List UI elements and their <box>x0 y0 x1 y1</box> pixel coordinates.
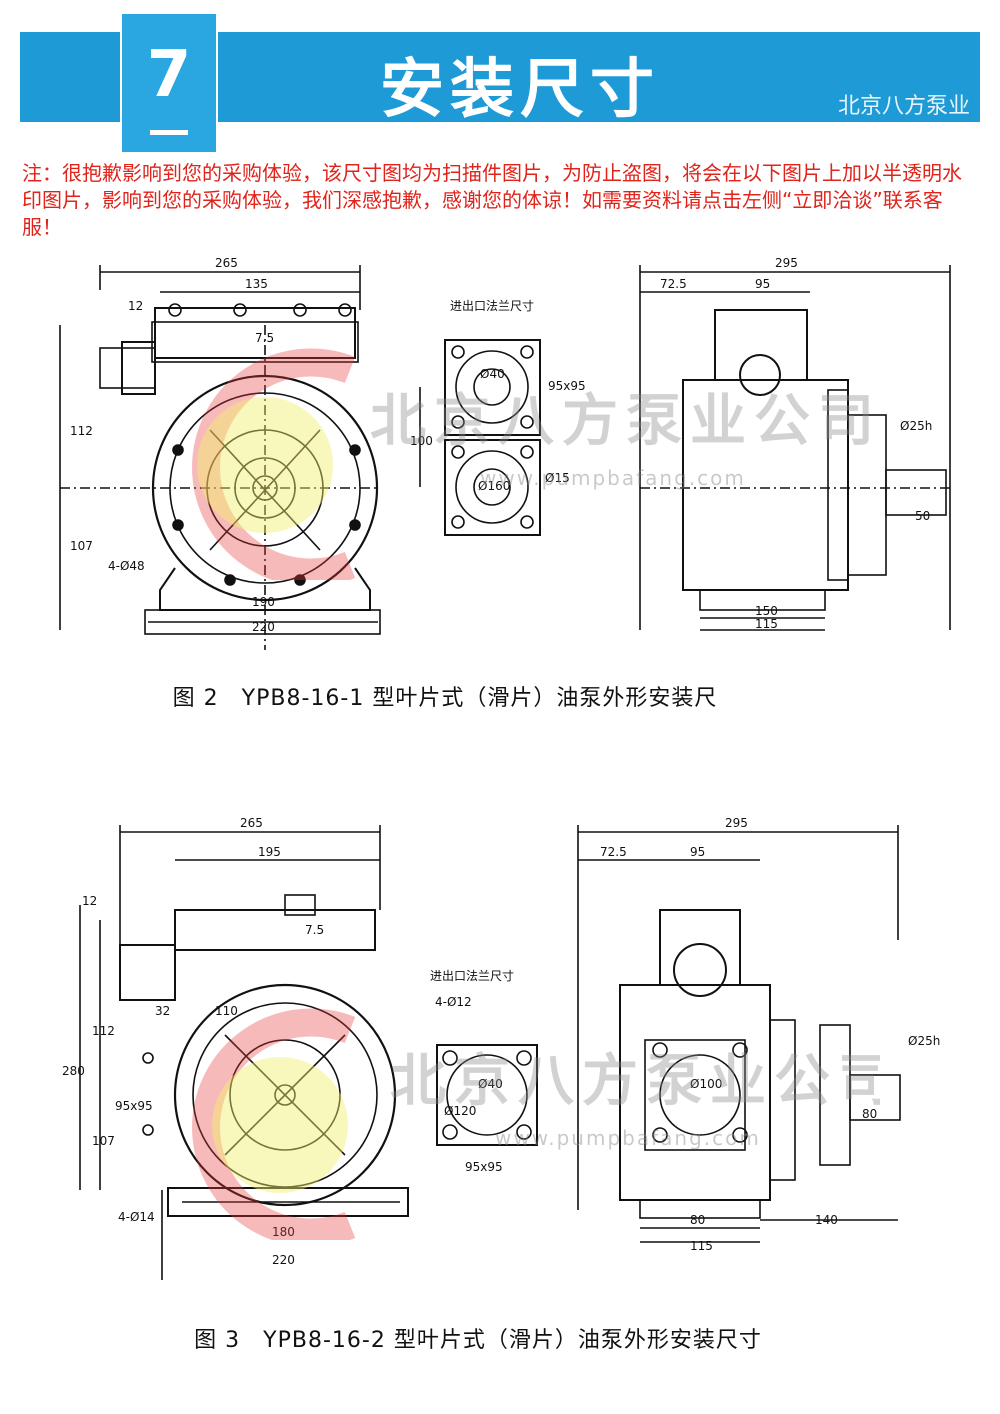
fig3-fl-holes: 4-Ø12 <box>435 995 472 1009</box>
fig2-dim-50: 50 <box>915 509 930 523</box>
fig2-dim-295: 295 <box>775 256 798 270</box>
figure2-drawing: 265 135 12 7.5 112 107 4-Ø48 190 220 进出口… <box>59 256 951 650</box>
watermark-bottom: 北京八方泵业公司 www.pumpbafang.com <box>192 1008 880 1240</box>
fig3-shaft: Ø25h <box>908 1034 940 1048</box>
fig3-holes: 4-Ø14 <box>118 1210 155 1224</box>
fig2-dim-190: 190 <box>252 595 275 609</box>
fig2-dim-112: 112 <box>70 424 93 438</box>
watermark-logo-arc <box>192 1008 356 1240</box>
fig3-dim-115: 115 <box>690 1239 713 1253</box>
fig2-dim-115: 115 <box>755 617 778 631</box>
fig2-dim-220: 220 <box>252 620 275 634</box>
page-title: 安装尺寸 <box>380 53 660 127</box>
fig3-dim-7-5: 7.5 <box>305 923 324 937</box>
watermark-text: 北京八方泵业公司 <box>370 389 880 454</box>
fig2-dim-95: 95 <box>755 277 770 291</box>
figure2-caption: 图 2 YPB8-16-1 型叶片式（滑片）油泵外形安装尺 <box>172 686 718 711</box>
watermark-text: 北京八方泵业公司 <box>390 1049 880 1114</box>
fig2-shaft: Ø25h <box>900 419 932 433</box>
watermark-url: www.pumpbafang.com <box>495 1126 761 1150</box>
fig3-dim-80b: 80 <box>690 1213 705 1227</box>
fig3-dim-107: 107 <box>92 1134 115 1148</box>
fig2-dim-72-5: 72.5 <box>660 277 687 291</box>
fig3-flange-v: 95x95 <box>115 1099 153 1113</box>
figure3-caption: 图 3 YPB8-16-2 型叶片式（滑片）油泵外形安装尺寸 <box>194 1328 762 1353</box>
fig3-dim-95: 95 <box>690 845 705 859</box>
fig2-dim-107: 107 <box>70 539 93 553</box>
watermark-logo-dot <box>197 397 333 533</box>
fig3-dim-112: 112 <box>92 1024 115 1038</box>
fig3-dim-110: 110 <box>215 1004 238 1018</box>
fig2-dim-135: 135 <box>245 277 268 291</box>
fig3-dim-295: 295 <box>725 816 748 830</box>
figure3-drawing: 265 195 12 7.5 280 112 110 32 107 95x95 … <box>62 816 940 1280</box>
fig2-dim-d40: Ø40 <box>480 367 505 381</box>
section-number-box: 7 <box>120 12 218 154</box>
fig3-flange-label: 进出口法兰尺寸 <box>430 969 514 983</box>
fig3-dim-180: 180 <box>272 1225 295 1239</box>
fig2-holes: 4-Ø48 <box>108 559 145 573</box>
fig3-dim-80: 80 <box>862 1107 877 1121</box>
fig2-dim-150: 150 <box>755 604 778 618</box>
fig3-dim-32: 32 <box>155 1004 170 1018</box>
section-number: 7 <box>146 38 192 112</box>
fig3-dim-280: 280 <box>62 1064 85 1078</box>
fig2-flange-label: 进出口法兰尺寸 <box>450 299 534 313</box>
fig2-dim-12: 12 <box>128 299 143 313</box>
watermark-logo-dot <box>212 1057 348 1193</box>
fig3-dim-d100: Ø100 <box>690 1077 722 1091</box>
fig2-dim-d15: Ø15 <box>545 471 570 485</box>
fig3-dim-195: 195 <box>258 845 281 859</box>
fig2-flange-size: 95x95 <box>548 379 586 393</box>
notice-text: 注：很抱歉影响到您的采购体验，该尺寸图均为扫描件图片，为防止盗图，将会在以下图片… <box>22 161 962 239</box>
fig3-dim-d120: Ø120 <box>444 1104 476 1118</box>
fig3-flange-size: 95x95 <box>465 1160 503 1174</box>
fig3-dim-d40: Ø40 <box>478 1077 503 1091</box>
fig2-dim-100: 100 <box>410 434 433 448</box>
fig2-dim-265: 265 <box>215 256 238 270</box>
watermark-logo-arc <box>192 348 356 580</box>
fig3-dim-72-5: 72.5 <box>600 845 627 859</box>
fig3-dim-265: 265 <box>240 816 263 830</box>
watermark-top: 北京八方泵业公司 www.pumpbafang.com <box>192 348 880 580</box>
watermark-url: www.pumpbafang.com <box>480 466 746 490</box>
fig3-dim-12: 12 <box>82 894 97 908</box>
brand-name: 北京八方泵业 <box>837 94 970 119</box>
fig2-dim-d160: Ø160 <box>478 479 510 493</box>
section-number-underline <box>150 130 188 135</box>
fig3-dim-220: 220 <box>272 1253 295 1267</box>
fig3-dim-140: 140 <box>815 1213 838 1227</box>
fig2-dim-7-5: 7.5 <box>255 331 274 345</box>
